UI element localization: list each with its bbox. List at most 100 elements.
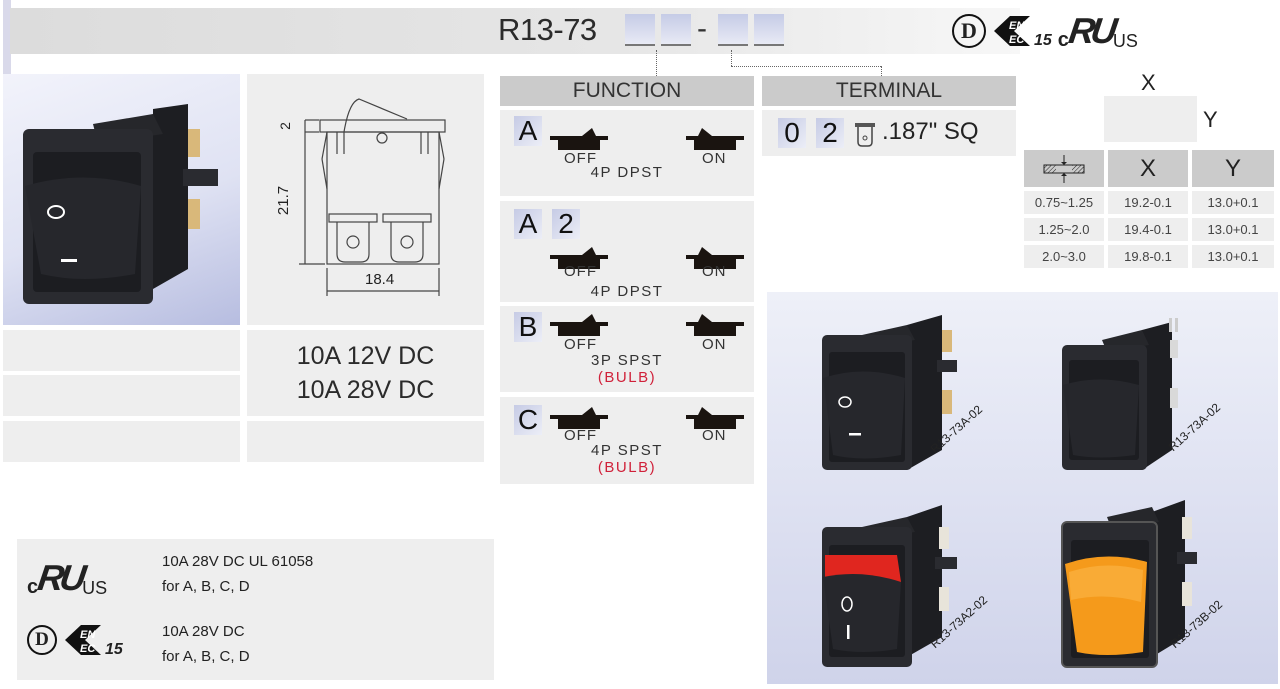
rocker-on-icon [686,247,744,269]
function-description: 3P SPST [591,352,663,369]
function-description: 4P DPST [590,283,664,300]
rocker-off-icon [550,407,608,429]
rating-cell-left-2 [3,375,240,416]
leader-line-terminal-b [731,66,881,67]
table-cell: 2.0~3.0 [1024,245,1104,268]
svg-text:EN: EN [80,629,96,641]
table-header-x: X [1108,150,1188,187]
panel-thickness-icon [1043,154,1085,183]
rocker-on-icon [686,407,744,429]
function-description: 4P DPST [590,164,664,181]
off-label: OFF [564,336,597,353]
table-cell: 13.0+0.1 [1192,245,1274,268]
dimension-width: 18.4 [365,271,395,288]
approval-enec-text: 10A 28V DC for A, B, C, D [162,623,250,665]
code-slot-function-1 [625,14,655,46]
table-cell: 0.75~1.25 [1024,191,1104,214]
bulb-note: (BULB) [597,459,657,476]
switch-outline-drawing [299,98,446,296]
svg-text:EC: EC [1009,34,1025,46]
cutout-x-label: X [1141,70,1156,95]
svg-text:EC: EC [80,643,96,655]
code-separator: - [697,12,707,45]
code-slot-function-2 [661,14,691,46]
function-header: FUNCTION [500,76,754,106]
electrical-rating: 10A 12V DC 10A 28V DC [247,330,484,416]
terminal-code-digit-2: 2 [816,118,844,148]
panel-cutout-table: X Y 0.75~1.25 19.2-0.1 13.0+0.1 1.25~2.0… [1024,150,1274,268]
table-cell: 19.4-0.1 [1108,218,1188,241]
code-slot-terminal-1 [718,14,748,46]
code-letter: C [514,405,542,435]
approval-ul-text: 10A 28V DC UL 61058 for A, B, C, D [162,553,314,595]
rocker-switch-image [23,104,218,304]
approvals-box: c RU US 10A 28V DC UL 61058 for A, B, C,… [17,539,494,680]
d-mark-icon: D [27,625,57,655]
terminal-description: .187" SQ [882,118,979,145]
product-image-r13-73a-02-marked [822,315,957,470]
table-cell: 1.25~2.0 [1024,218,1104,241]
quick-connect-tab-icon [855,123,875,147]
code-digit: 2 [552,209,580,239]
off-label: OFF [564,427,597,444]
dimension-drawing: 2 21.7 18.4 [247,74,484,325]
terminal-header: TERMINAL [762,76,1016,106]
dimension-top: 2 [276,122,293,130]
cul-us-icon: c RU US [27,557,108,598]
svg-text:EN: EN [1009,20,1025,32]
code-letter: A [514,116,542,146]
product-image-r13-73b-02-amber [1061,500,1197,668]
product-gallery: R13-73A-02 R13-73A-02 R13-73A2-02 R13-73… [767,292,1278,684]
enec-chevron-icon: EN EC [994,16,1030,46]
panel-cutout-diagram [1104,96,1197,142]
rocker-on-icon [686,128,744,150]
code-slot-terminal-2 [754,14,784,46]
cutout-y-label: Y [1203,107,1218,132]
table-cell: 13.0+0.1 [1192,218,1274,241]
rocker-off-icon [550,314,608,336]
table-cell: 19.8-0.1 [1108,245,1188,268]
leader-line-terminal-a [731,50,732,66]
rating-line-2: 10A 28V DC [296,376,435,404]
leader-line-function [656,50,657,76]
on-label: ON [702,150,727,167]
terminal-code-digit-1: 0 [778,118,806,148]
dimension-height: 21.7 [275,185,293,216]
off-label: OFF [564,263,597,280]
leader-line-terminal-c [881,66,882,76]
function-description: 4P SPST [591,442,663,459]
panel-thickness-header [1024,150,1104,187]
product-photo-main [3,74,240,325]
rating-cell-right-3 [247,421,484,462]
rocker-off-icon [550,247,608,269]
table-cell: 13.0+0.1 [1192,191,1274,214]
on-label: ON [702,336,727,353]
function-option-c: C OFF ON 4P SPST (BULB) [500,397,754,484]
rocker-off-icon [550,128,608,150]
enec-chevron-icon: EN EC [65,625,101,655]
function-option-a: A OFF ON 4P DPST [500,110,754,196]
rating-cell-left-1 [3,330,240,371]
accent-bar [3,0,11,74]
on-label: ON [702,263,727,280]
product-image-r13-73a-02-plain [1062,318,1178,470]
code-letter: B [514,312,542,342]
product-image-r13-73a2-02-red [822,505,957,667]
d-mark-icon: D [952,14,986,48]
function-option-b: B OFF ON 3P SPST (BULB) [500,306,754,392]
bulb-note: (BULB) [597,369,657,386]
rating-line-1: 10A 12V DC [296,342,435,370]
table-cell: 19.2-0.1 [1108,191,1188,214]
rocker-on-icon [686,314,744,336]
on-label: ON [702,427,727,444]
code-letter: A [514,209,542,239]
table-header-y: Y [1192,150,1274,187]
model-number: R13-73 [498,12,597,47]
function-option-a2: A 2 OFF ON 4P DPST [500,201,754,302]
terminal-option-02: 0 2 .187" SQ [762,110,1016,156]
cul-us-icon: c RU US [1057,10,1138,51]
off-label: OFF [564,150,597,167]
